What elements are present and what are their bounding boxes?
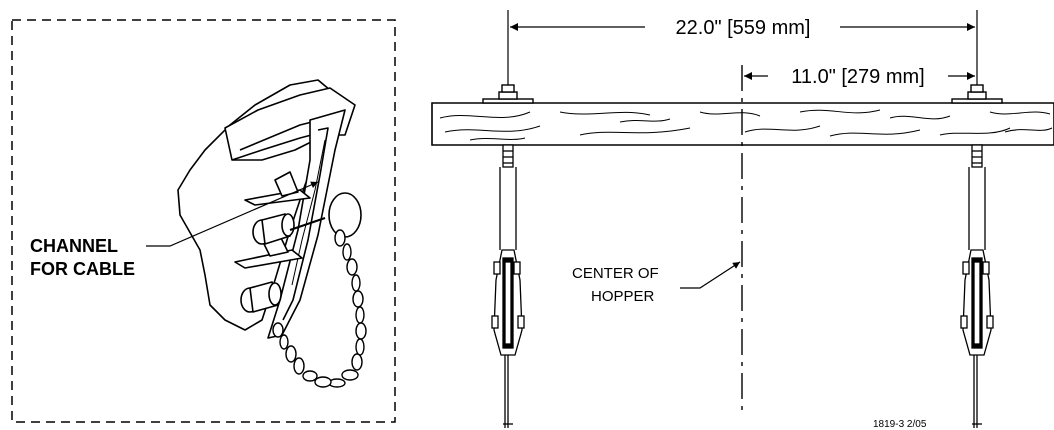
left-mount-hardware — [482, 84, 534, 104]
right-mount-hardware — [951, 84, 1003, 104]
callout-label-line1: CHANNEL — [30, 236, 118, 256]
right-hanging-clamp — [960, 144, 994, 428]
centerline-label-line2: HOPPER — [591, 288, 655, 305]
half-dimension-label: 11.0" [279 mm] — [791, 66, 924, 88]
detail-frame — [11, 19, 396, 423]
safety-chain-illustration — [272, 229, 367, 388]
overall-dimension-label: 22.0" [559 mm] — [676, 17, 811, 39]
wood-beam — [431, 102, 1054, 146]
left-hanging-clamp — [491, 144, 525, 428]
callout-leader — [146, 181, 319, 247]
centerline-label-line1: CENTER OF — [572, 265, 659, 282]
callout-label-line2: FOR CABLE — [30, 259, 135, 279]
centerline-leader — [680, 261, 741, 289]
drawing-reference: 1819-3 2/05 — [873, 419, 927, 430]
clamp-assembly-illustration — [177, 79, 362, 339]
